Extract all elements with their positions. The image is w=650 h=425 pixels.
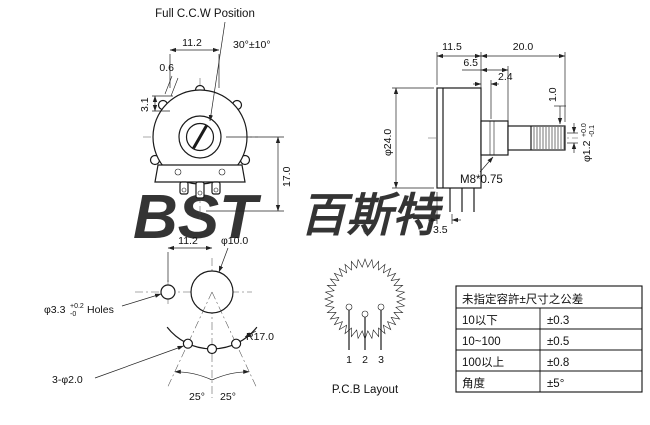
mounting-view: 11.2 φ10.0 φ3.3 +0.2 -0 Holes R17.0 3-φ2…: [44, 235, 274, 403]
shaft-slot: [192, 124, 208, 150]
table-row-tol: ±0.5: [547, 336, 569, 348]
pcb-pad: [361, 310, 369, 318]
table-row-range: 100以上: [462, 356, 504, 369]
dim-small-holes: 3-φ2.0: [52, 374, 83, 386]
pcb-pad: [345, 303, 353, 311]
terminal-hole: [231, 338, 242, 349]
svg-text:-0: -0: [70, 311, 76, 318]
dim-terminal: 3.5: [433, 224, 448, 236]
dim-body: 11.5: [442, 41, 462, 53]
svg-text:φ1.2: φ1.2: [581, 140, 593, 162]
dim-center-dia: φ10.0: [221, 235, 248, 247]
pcb-layout-title: P.C.B Layout: [332, 384, 399, 396]
dim-bushing: 6.5: [463, 57, 478, 69]
dim-step: 0.6: [159, 62, 174, 74]
dim-angle: 30°±10°: [233, 39, 271, 51]
pcb-layout: 1 2 3 P.C.B Layout: [324, 258, 406, 396]
terminals-front: [179, 181, 221, 199]
pcb-pad: [377, 303, 385, 311]
svg-text:+0.2: +0.2: [70, 303, 84, 310]
table-header: 未指定容許±尺寸之公差: [462, 292, 583, 306]
angle-right: 25°: [220, 391, 236, 403]
flange: [154, 164, 246, 183]
pin-1: 1: [346, 354, 352, 366]
side-view: 11.5 20.0 6.5 2.4 φ24.0 M8*0.75 3.5 1.0: [382, 41, 596, 236]
terminal-hole: [182, 338, 193, 349]
table-row-tol: ±5°: [547, 378, 564, 390]
svg-text:+0.0: +0.0: [581, 123, 588, 137]
dim-hole-dia: φ3.3 +0.2 -0 Holes: [44, 303, 114, 318]
table-row-range: 10~100: [462, 336, 501, 348]
svg-text:φ3.3: φ3.3: [44, 304, 66, 316]
shaft-side: [507, 125, 566, 151]
bushing-side: [480, 120, 509, 156]
dim-side: 3.1: [139, 97, 151, 112]
dim-groove: 2.4: [498, 71, 513, 83]
terminal-hole: [206, 343, 218, 355]
full-ccw-label: Full C.C.W Position: [155, 8, 255, 20]
table-row-range: 角度: [462, 376, 485, 390]
anti-rotation-hole: [160, 284, 176, 300]
thread-label: M8*0.75: [460, 174, 503, 186]
front-view: Full C.C.W Position 30°±10° 11.2 0.6 3.1…: [139, 8, 293, 220]
dim-slot-depth: 1.0: [547, 87, 559, 102]
dim-body-dia: φ24.0: [382, 129, 394, 156]
dim-radius: R17.0: [246, 331, 274, 343]
ccw-leader: [208, 21, 226, 122]
pin-2: 2: [362, 354, 368, 366]
dim-slot-width: φ1.2 +0.0 -0.1: [581, 123, 596, 162]
dim-height: 17.0: [281, 166, 293, 187]
tolerance-table: 未指定容許±尺寸之公差 10以下 ±0.3 10~100 ±0.5 100以上 …: [455, 285, 643, 393]
table-row-range: 10以下: [462, 314, 498, 327]
dim-spacing: 11.2: [178, 235, 198, 247]
table-row-tol: ±0.8: [547, 357, 569, 369]
angle-left: 25°: [189, 391, 205, 403]
svg-text:Holes: Holes: [87, 304, 114, 316]
svg-text:-0.1: -0.1: [589, 125, 596, 137]
terminals-side: [449, 188, 475, 212]
dim-shaft: 20.0: [513, 41, 534, 53]
dim-width-front: 11.2: [182, 37, 202, 49]
table-row-tol: ±0.3: [547, 315, 569, 327]
pin-3: 3: [378, 354, 384, 366]
pcb-serrated-ring: [324, 258, 406, 340]
knurling: [533, 127, 565, 149]
watermark-cn: 百斯特: [300, 189, 444, 241]
